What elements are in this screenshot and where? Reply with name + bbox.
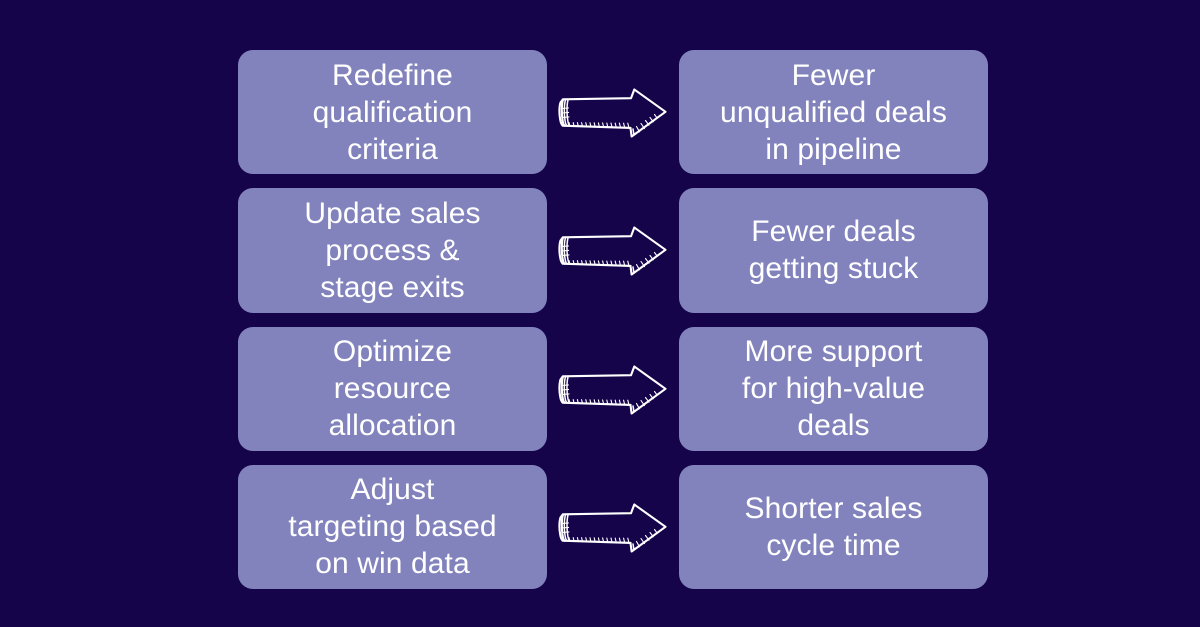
outcome-card-row-2-label: Fewer deals getting stuck [748, 215, 919, 286]
cause-effect-grid: Redefine qualification criteria [238, 50, 988, 589]
outcome-card-row-4[interactable]: Shorter sales cycle time [679, 464, 988, 589]
outcome-card-row-1-label: Fewer unqualified deals in pipeline [720, 58, 947, 166]
action-card-row-2-label: Update sales process & stage exits [304, 196, 481, 304]
sketch-arrow-right-icon [558, 365, 667, 415]
action-card-row-4-label: Adjust targeting based on win data [288, 473, 497, 581]
connector-row-4 [547, 465, 679, 589]
outcome-card-row-3-label: More support for high-value deals [741, 335, 926, 443]
connector-row-3 [547, 327, 679, 451]
action-card-row-3[interactable]: Optimize resource allocation [238, 326, 547, 451]
action-card-row-3-label: Optimize resource allocation [328, 335, 457, 443]
action-card-row-2[interactable]: Update sales process & stage exits [238, 188, 547, 313]
sketch-arrow-right-icon [558, 226, 667, 276]
action-card-row-1[interactable]: Redefine qualification criteria [238, 50, 547, 175]
connector-row-1 [547, 50, 679, 174]
outcome-card-row-3[interactable]: More support for high-value deals [679, 326, 988, 451]
outcome-card-row-2[interactable]: Fewer deals getting stuck [679, 188, 988, 313]
outcome-card-row-4-label: Shorter sales cycle time [744, 491, 923, 562]
outcome-card-row-1[interactable]: Fewer unqualified deals in pipeline [679, 50, 988, 175]
action-card-row-4[interactable]: Adjust targeting based on win data [238, 464, 547, 589]
connector-row-2 [547, 188, 679, 312]
action-card-row-1-label: Redefine qualification criteria [312, 58, 473, 166]
sketch-arrow-right-icon [558, 88, 667, 138]
sketch-arrow-right-icon [558, 503, 667, 553]
